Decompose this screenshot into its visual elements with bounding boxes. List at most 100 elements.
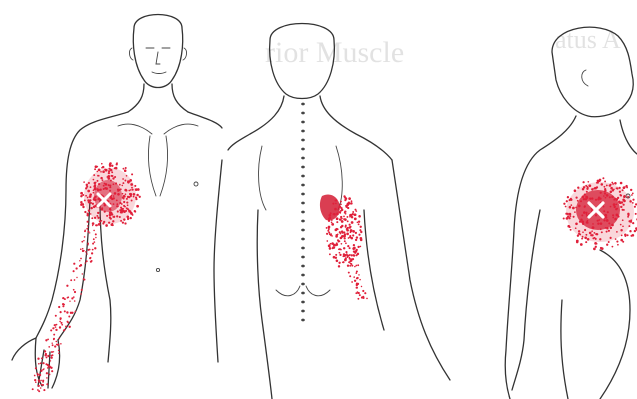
pain-dot [604, 180, 606, 182]
pain-dot [90, 207, 92, 209]
pain-dot [53, 351, 54, 352]
pain-dot [597, 223, 599, 225]
pain-dot [51, 355, 53, 357]
pain-dot [117, 210, 119, 212]
pain-dot [572, 207, 575, 210]
pain-dot [40, 380, 42, 382]
pain-dot [125, 210, 127, 212]
pain-dot [588, 184, 591, 187]
pain-dot [592, 226, 595, 229]
pain-dot [110, 212, 112, 214]
pain-dot [51, 351, 53, 353]
pain-dot [86, 253, 88, 255]
pain-dot [122, 182, 124, 184]
pain-dot [60, 311, 62, 313]
front-pain-pattern [32, 162, 141, 392]
pain-dot [124, 189, 127, 192]
pain-dot [360, 246, 362, 248]
pain-dot [35, 367, 37, 369]
pain-dot [567, 196, 569, 198]
pain-dot [68, 316, 70, 318]
pain-dot [342, 261, 344, 263]
pain-dot [92, 203, 94, 205]
side-arm-front [512, 210, 540, 390]
pain-dot [131, 187, 133, 189]
pain-dot [610, 237, 612, 239]
pain-dot [338, 240, 340, 242]
pain-dot [625, 185, 627, 187]
spine-vertebra [301, 220, 305, 223]
pain-dot [113, 195, 115, 197]
pain-dot [73, 289, 75, 291]
pain-dot [47, 367, 49, 369]
pain-dot [570, 204, 572, 206]
pain-dot [38, 385, 40, 387]
pain-dot [74, 300, 76, 302]
pain-dot [85, 262, 86, 263]
pain-dot [62, 303, 64, 305]
pain-dot [584, 206, 586, 208]
pain-dot [51, 357, 53, 359]
pain-dot [603, 195, 605, 197]
pain-dot [623, 200, 626, 203]
pain-dot [575, 196, 577, 198]
pain-dot [606, 219, 609, 222]
pain-dot [55, 326, 57, 328]
spine-vertebra [301, 211, 305, 214]
pain-dot [579, 221, 581, 223]
pain-dot [93, 192, 95, 194]
pain-dot [328, 226, 331, 229]
pain-dot [603, 206, 605, 208]
pain-dot [66, 311, 68, 313]
pain-dot [341, 209, 343, 211]
pain-dot [96, 171, 98, 173]
pain-dot [344, 237, 346, 239]
pain-dot [93, 179, 95, 181]
pain-dot [616, 203, 618, 205]
pain-dot [93, 174, 95, 176]
pain-dot [358, 221, 360, 223]
pain-dot [584, 193, 586, 195]
pain-dot [600, 247, 602, 249]
pain-dot [69, 326, 71, 328]
pain-dot [38, 374, 39, 375]
pain-dot [336, 213, 339, 216]
side-abdomen [600, 250, 630, 399]
pain-dot [587, 181, 589, 183]
pain-dot [124, 169, 127, 172]
pain-dot [627, 213, 629, 215]
pain-dot [114, 192, 117, 195]
pain-dot [335, 254, 337, 256]
pain-dot [565, 206, 567, 208]
pain-dot [582, 231, 584, 233]
pain-dot [81, 241, 83, 243]
pain-dot [610, 187, 613, 190]
pain-dot [570, 229, 572, 231]
pain-dot [627, 196, 629, 198]
pain-dot [350, 226, 352, 228]
pain-dot [100, 177, 102, 179]
pain-dot [119, 209, 121, 211]
pain-dot [37, 358, 39, 360]
pain-dot [125, 193, 127, 195]
pain-dot [133, 196, 135, 198]
pain-dot [338, 262, 340, 264]
pain-dot [589, 198, 591, 200]
spine-vertebra [301, 265, 305, 268]
pain-dot [596, 186, 598, 188]
pain-dot [577, 235, 579, 237]
spine-vertebra [301, 148, 305, 151]
pain-dot [339, 252, 341, 254]
spine-vertebra [301, 166, 305, 169]
pain-dot [93, 197, 95, 199]
pain-dot [581, 238, 583, 240]
pain-dot [606, 244, 608, 246]
pain-dot [595, 214, 597, 216]
pain-dot [331, 242, 334, 245]
pain-dot [47, 355, 49, 357]
pain-dot [630, 189, 632, 191]
pain-dot [605, 214, 607, 216]
pain-dot [80, 258, 82, 260]
pain-dot [42, 369, 44, 371]
pain-dot [102, 166, 104, 168]
